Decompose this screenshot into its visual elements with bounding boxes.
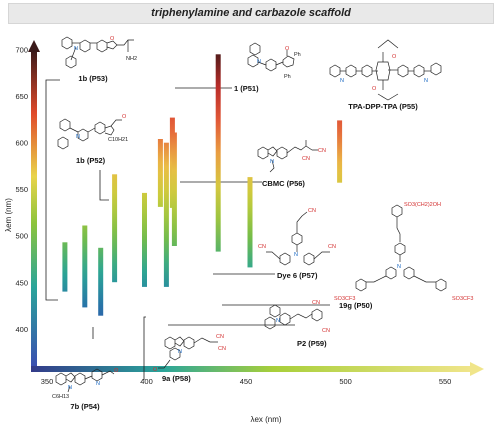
atom-n-9a: N [178, 349, 182, 355]
atom-n-tpa-right: N [424, 78, 428, 84]
atom-n-tpa-left: N [340, 78, 344, 84]
leader-lines [45, 79, 330, 380]
atom-n-1b-p52: N [76, 134, 80, 140]
atom-nh2-1b-p53: NH2 [126, 56, 137, 62]
x-tick-label-3: 500 [339, 377, 352, 386]
atom-n-dye6: N [294, 252, 298, 258]
y-axis-title: λem (nm) [4, 198, 13, 232]
x-tick-label-0: 350 [41, 377, 54, 386]
label-7b-p54: 7b (P54) [70, 402, 100, 411]
y-tick-label-2: 500 [15, 232, 28, 241]
atom-cn-cbmc-b: CN [302, 156, 310, 162]
label-dye6: Dye 6 (P57) [277, 271, 318, 280]
range-bar-2 [98, 247, 104, 316]
label-p2: P2 (P59) [297, 339, 327, 348]
structure-19g [355, 204, 447, 292]
x-axis-arrow-icon [470, 362, 484, 376]
atom-so3chain-19g: SO3(CH2)2OH [404, 202, 441, 208]
atom-n-1b-p53: N [74, 46, 78, 52]
x-axis-gradient [31, 366, 471, 372]
atom-o-1b-p53: O [110, 36, 115, 42]
atom-so3cf3-19g-left: SO3CF3 [334, 296, 355, 302]
atom-n-7b: N [68, 385, 72, 391]
range-bar-6 [163, 142, 169, 287]
atom-ph-1-p51-b: Ph [284, 74, 291, 80]
atom-n-p2: N [276, 318, 280, 324]
atom-cn-dye6-right: CN [328, 244, 336, 250]
atom-cn-p2-b: CN [322, 328, 330, 334]
x-axis-title: λex (nm) [250, 415, 281, 424]
label-1b-p52: 1b (P52) [76, 156, 106, 165]
structure-dye6 [266, 211, 330, 266]
label-1-p51: 1 (P51) [234, 84, 259, 93]
range-bar-4 [142, 192, 147, 287]
atom-n-19g: N [397, 264, 401, 270]
atom-o-1-p51: O [285, 46, 290, 52]
atom-o-tpa-bottom: O [372, 86, 377, 92]
range-bar-0 [62, 242, 68, 292]
leader-1b-p53 [45, 79, 60, 301]
atom-cn-dye6-left: CN [258, 244, 266, 250]
range-bar-3 [112, 174, 118, 283]
x-tick-label-1: 400 [140, 377, 153, 386]
y-tick-label-3: 550 [15, 185, 28, 194]
section-banner: triphenylamine and carbazole scaffold [8, 3, 494, 24]
atom-o-1b-p52: O [122, 114, 127, 120]
structure-9a-p58 [158, 336, 218, 369]
atom-o-tpa-top: O [392, 54, 397, 60]
range-bar-10 [247, 177, 253, 268]
structure-7b-p54 [55, 368, 115, 393]
banner-title: triphenylamine and carbazole scaffold [151, 7, 351, 19]
atom-cn-dye6-top: CN [308, 208, 316, 214]
atom-n-1-p51: N [257, 59, 261, 65]
structure-1-p51 [247, 42, 295, 72]
y-axis-arrow-icon [28, 40, 40, 52]
atom-cn-cbmc-a: CN [318, 148, 326, 154]
y-tick-label-4: 600 [15, 139, 28, 148]
label-9a-p58: 9a (P58) [162, 374, 191, 383]
atom-cn-9a-a: CN [216, 334, 224, 340]
range-bars [62, 54, 343, 316]
y-tick-label-1: 450 [15, 278, 28, 287]
range-bar-1 [82, 225, 88, 308]
label-tpa-dpp-tpa: TPA-DPP-TPA (P55) [348, 102, 418, 111]
range-bar-5 [157, 139, 163, 207]
label-1b-p53: 1b (P53) [78, 74, 108, 83]
y-tick-label-0: 400 [15, 325, 28, 334]
label-cbmc: CBMC (P56) [262, 179, 305, 188]
y-tick-label-6: 700 [15, 46, 28, 55]
label-19g: 19g (P50) [339, 301, 373, 310]
range-bar-11 [337, 120, 343, 183]
atom-so3cf3-19g-right: SO3CF3 [452, 296, 473, 302]
structure-1b-p53 [61, 36, 134, 69]
atom-c10h21-1b-p52: C10H21 [108, 137, 128, 143]
structure-p2 [264, 304, 323, 330]
x-ticks: 350 400 450 500 550 [41, 377, 452, 386]
leader-9a-p58 [143, 316, 146, 380]
range-bar-9 [215, 54, 221, 252]
atom-ph-1-p51-a: Ph [294, 52, 301, 58]
leader-1b-p52 [99, 170, 109, 201]
y-axis-gradient [31, 50, 37, 366]
atom-c6h13-7b: C6H13 [52, 394, 69, 400]
structure-1b-p52 [57, 118, 122, 150]
structure-cbmc [257, 140, 318, 173]
atom-o-9a: O [153, 367, 158, 373]
range-bar-8 [171, 132, 177, 246]
atom-n-7b-pyridine: N [96, 381, 100, 387]
y-ticks: 400 450 500 550 600 650 700 [15, 46, 28, 334]
atom-o-7b: O [114, 368, 119, 374]
y-tick-label-5: 650 [15, 92, 28, 101]
x-tick-label-2: 450 [240, 377, 253, 386]
x-tick-label-4: 550 [439, 377, 452, 386]
atom-cn-9a-b: CN [218, 346, 226, 352]
atom-n-cbmc: N [270, 159, 274, 165]
atom-cn-p2-a: CN [312, 300, 320, 306]
structure-tpa-dpp-tpa [329, 39, 442, 101]
